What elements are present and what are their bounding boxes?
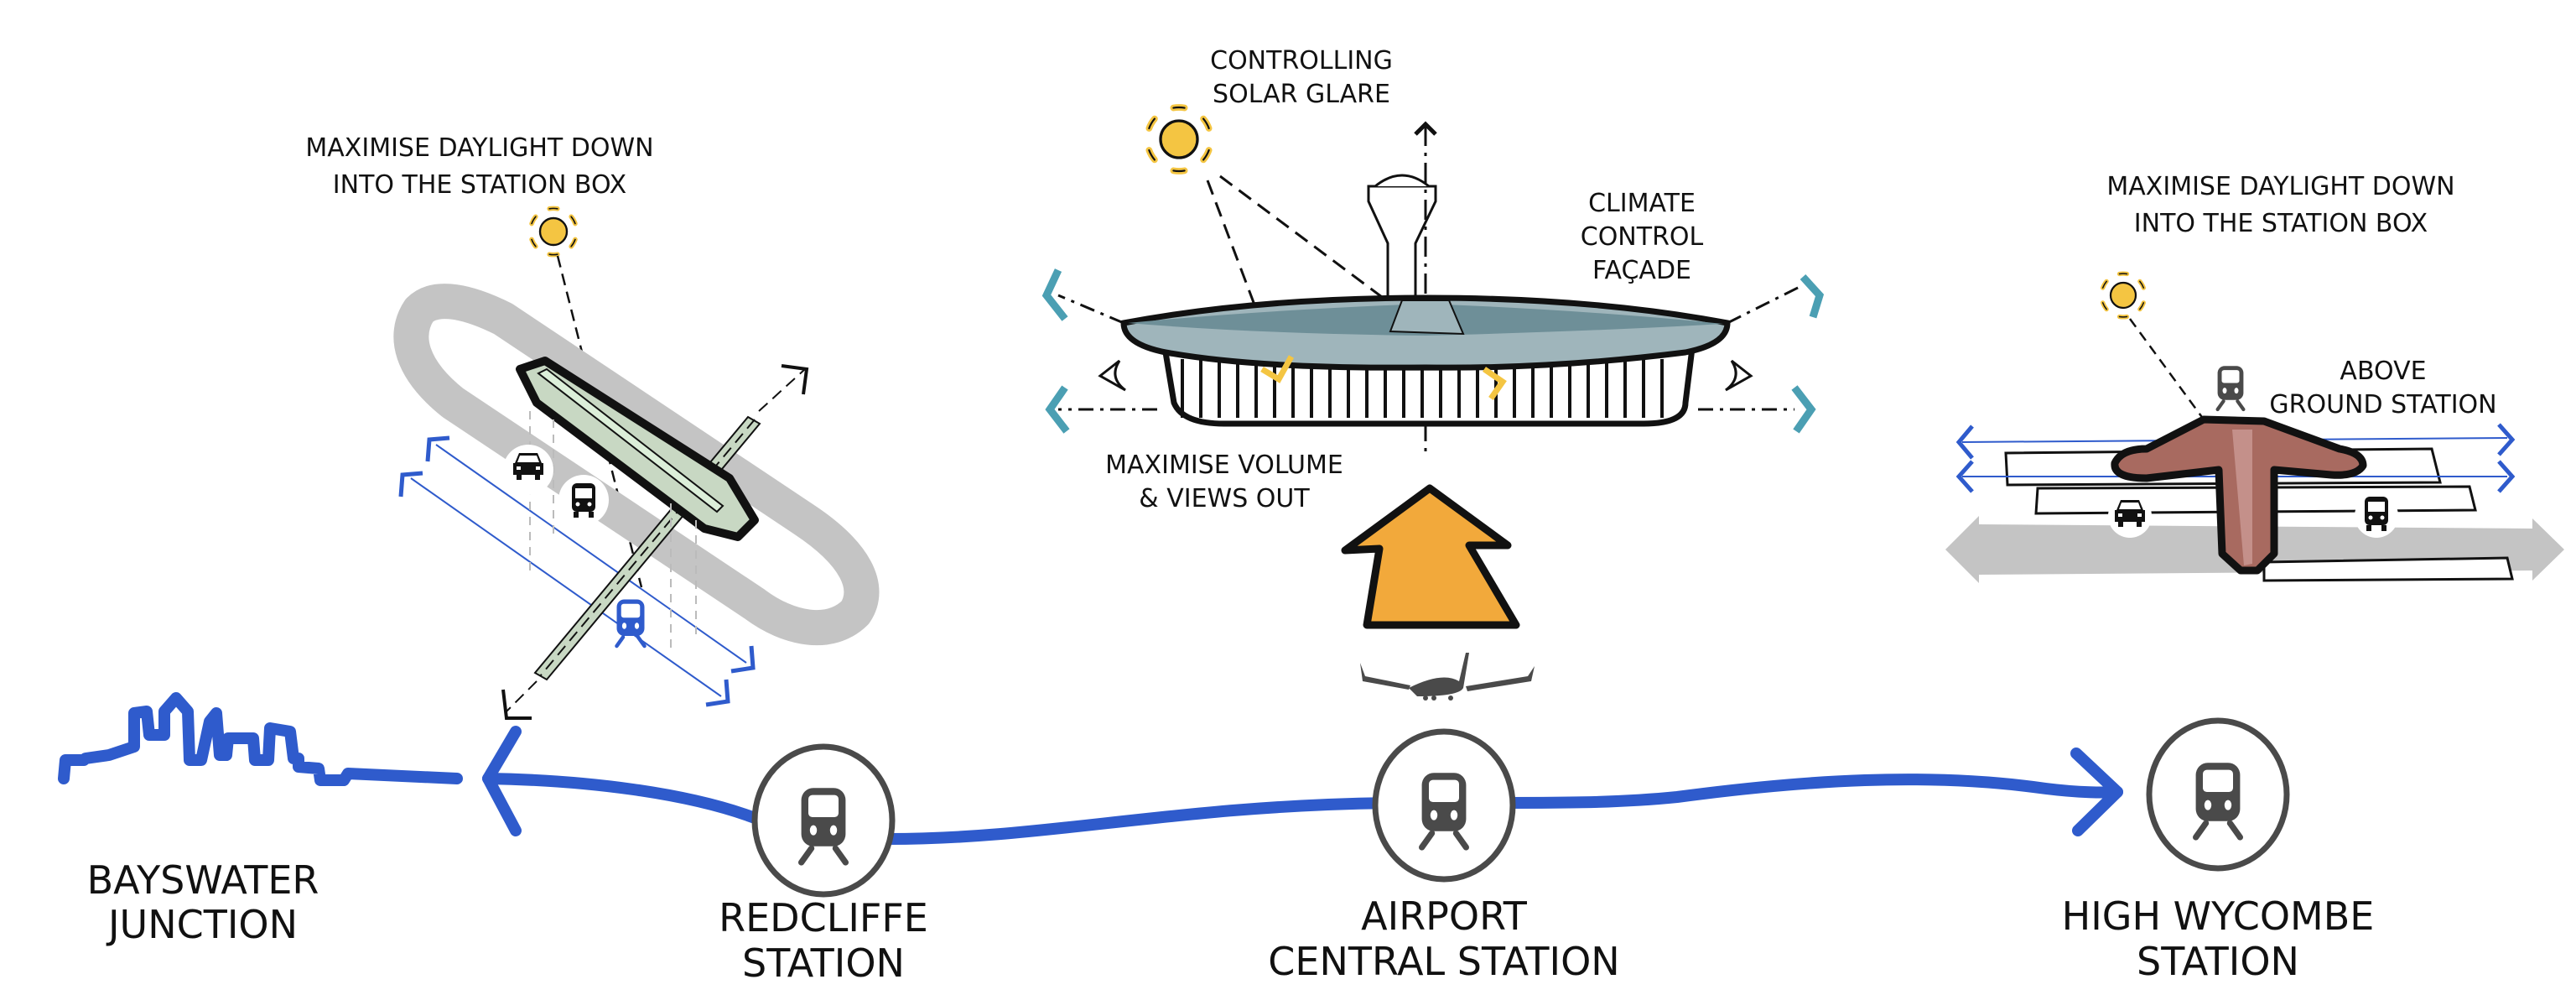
- rail-lines: [410, 444, 747, 697]
- station-marker-high-wycombe[interactable]: [2146, 717, 2290, 872]
- solar-label-line-2: SOLAR GLARE: [1213, 80, 1390, 109]
- walkway-arrow-ne: [781, 364, 809, 395]
- rail-arrowheads: [1955, 423, 2516, 493]
- eye-icon: [1725, 359, 1753, 392]
- station-name-airport-line-1: AIRPORT: [1361, 893, 1528, 939]
- view-lines: [1057, 284, 1804, 411]
- station-type-line-1: ABOVE: [2340, 357, 2426, 386]
- right-title-line-2: INTO THE STATION BOX: [2134, 209, 2428, 238]
- station-name-bayswater-line-1: BAYSWATER: [87, 857, 319, 903]
- glare-chevron: [1260, 355, 1295, 383]
- right-diagram: MAXIMISE DAYLIGHT DOWN INTO THE STATION …: [1945, 172, 2564, 583]
- eye-icon: [1098, 359, 1126, 392]
- sun-icon: [2102, 273, 2143, 317]
- left-title-line-1: MAXIMISE DAYLIGHT DOWN: [305, 133, 653, 163]
- volume-label-line-2: & VIEWS OUT: [1139, 484, 1310, 513]
- daylight-ray: [2128, 318, 2205, 420]
- route-line: [482, 773, 2123, 846]
- station-name-redcliffe-line-1: REDCLIFFE: [719, 895, 928, 940]
- station-name-airport-line-2: CENTRAL STATION: [1268, 939, 1619, 984]
- view-chevrons: [1041, 268, 1825, 434]
- station-name-redcliffe-line-2: STATION: [742, 940, 905, 986]
- up-arrow-icon: [1341, 484, 1520, 629]
- station-name-high-wycombe-line-2: STATION: [2137, 939, 2299, 984]
- route-line-group: BAYSWATER JUNCTION REDCLIFFE STATION AIR…: [58, 692, 2375, 986]
- axis-arrow-up: [1414, 121, 1437, 136]
- train-icon: [2218, 366, 2244, 409]
- glare-chevron: [1483, 367, 1507, 401]
- facade-label-line-3: FAÇADE: [1592, 256, 1691, 285]
- station-name-high-wycombe-line-1: HIGH WYCOMBE: [2062, 893, 2375, 939]
- station-marker-airport-central[interactable]: [1372, 728, 1516, 883]
- station-marker-redcliffe[interactable]: [751, 743, 896, 898]
- center-diagram: CONTROLLING SOLAR GLARE CLIMATE CONTROL …: [1041, 46, 1825, 701]
- route-arrow-right: [2070, 748, 2123, 836]
- ground-loop: [393, 284, 880, 646]
- station-type-line-2: GROUND STATION: [2269, 390, 2496, 419]
- right-title-line-1: MAXIMISE DAYLIGHT DOWN: [2106, 172, 2454, 201]
- left-title-line-2: INTO THE STATION BOX: [333, 170, 626, 200]
- rail-arrowheads: [398, 435, 756, 707]
- skyline-icon: [58, 692, 463, 786]
- facade-label-line-1: CLIMATE: [1588, 189, 1696, 218]
- train-icon: [615, 599, 647, 649]
- sun-icon: [532, 208, 576, 254]
- left-diagram: MAXIMISE DAYLIGHT DOWN INTO THE STATION …: [305, 133, 880, 720]
- facade-label-line-2: CONTROL: [1581, 222, 1704, 252]
- sun-icon: [1149, 107, 1209, 171]
- volume-label-line-1: MAXIMISE VOLUME: [1105, 451, 1343, 480]
- solar-label-line-1: CONTROLLING: [1210, 46, 1393, 76]
- airplane-icon: [1360, 653, 1535, 701]
- walkway-arrow-sw: [501, 689, 532, 720]
- route-arrow-left: [482, 726, 522, 836]
- station-name-bayswater-line-2: JUNCTION: [106, 902, 298, 947]
